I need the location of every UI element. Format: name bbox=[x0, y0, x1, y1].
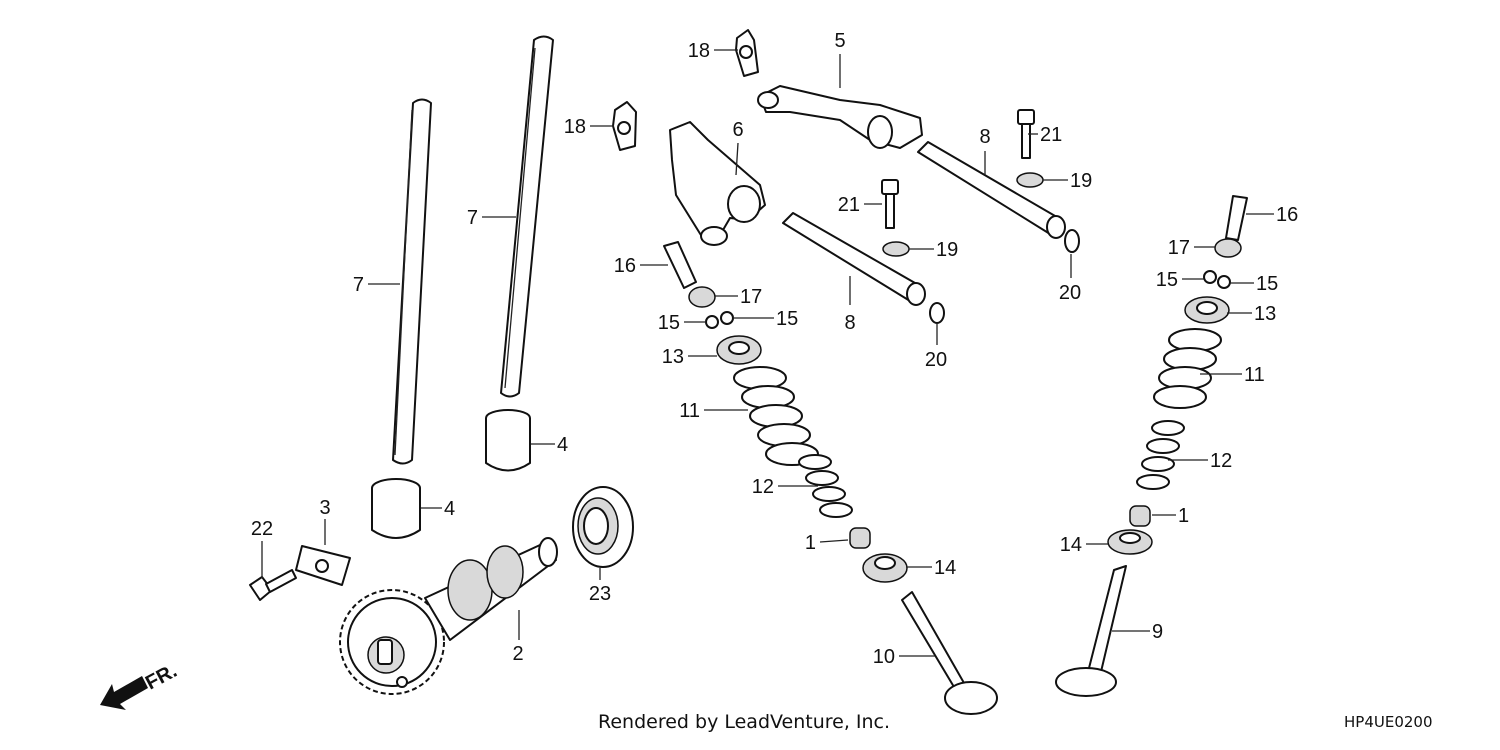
callout-label: 19 bbox=[1070, 170, 1092, 192]
callout-label: 11 bbox=[679, 400, 700, 422]
callout-label: 2 bbox=[512, 643, 523, 665]
outer-spring-right bbox=[1153, 328, 1222, 409]
bracket-lower bbox=[612, 101, 637, 151]
callout-label: 10 bbox=[873, 646, 895, 668]
rocker-shaft-lower bbox=[782, 212, 926, 306]
inner-spring-right bbox=[1136, 420, 1185, 490]
lifter-lower bbox=[371, 478, 421, 539]
callout-label: 12 bbox=[1210, 450, 1232, 472]
o-ring-upper bbox=[1064, 229, 1080, 253]
bolt-21-lower bbox=[881, 179, 899, 229]
callout-label: 13 bbox=[1254, 303, 1276, 325]
adjuster-screw-right bbox=[1225, 195, 1248, 241]
adjuster-nut-left bbox=[688, 286, 716, 308]
o-ring-lower bbox=[929, 302, 945, 324]
rocker-arm-5 bbox=[757, 85, 923, 149]
callout-label: 23 bbox=[589, 583, 611, 605]
stem-seal-right bbox=[1129, 505, 1151, 527]
callout-leader bbox=[819, 539, 849, 543]
cotter-right-a bbox=[1203, 270, 1217, 284]
washer-lower bbox=[882, 241, 910, 257]
cotter-left-a bbox=[705, 315, 719, 329]
callout-label: 17 bbox=[1168, 237, 1190, 259]
pushrod-right bbox=[500, 35, 554, 398]
callout-label: 16 bbox=[1276, 204, 1298, 226]
callout-label: 11 bbox=[1244, 364, 1265, 386]
retainer-left bbox=[716, 335, 762, 365]
bearing bbox=[572, 486, 634, 568]
callout-label: 15 bbox=[1156, 269, 1178, 291]
front-direction-arrow: FR. bbox=[100, 660, 181, 710]
callout-label: 18 bbox=[564, 116, 586, 138]
outer-spring-left bbox=[733, 366, 819, 466]
callout-label: 22 bbox=[251, 518, 273, 540]
camshaft bbox=[339, 537, 558, 695]
callout-label: 8 bbox=[844, 312, 855, 334]
spring-seat-right bbox=[1107, 529, 1153, 555]
callout-label: 8 bbox=[979, 126, 990, 148]
adjuster-nut-right bbox=[1214, 238, 1242, 258]
callout-label: 1 bbox=[1178, 505, 1189, 527]
cotter-left-b bbox=[720, 311, 734, 325]
callout-label: 7 bbox=[353, 274, 364, 296]
retainer-right bbox=[1184, 296, 1230, 324]
callout-label: 7 bbox=[467, 207, 478, 229]
bolt-22 bbox=[249, 569, 297, 601]
callout-label: 21 bbox=[1040, 124, 1062, 146]
callout-label: 16 bbox=[614, 255, 636, 277]
callout-label: 20 bbox=[1059, 282, 1081, 304]
washer-upper bbox=[1016, 172, 1044, 188]
lifter-upper bbox=[485, 409, 531, 472]
stem-seal-left bbox=[849, 527, 871, 549]
callout-label: 15 bbox=[658, 312, 680, 334]
callout-label: 14 bbox=[1060, 534, 1082, 556]
rocker-shaft-upper bbox=[917, 141, 1066, 239]
cotter-right-b bbox=[1217, 275, 1231, 289]
callout-label: 1 bbox=[805, 532, 816, 554]
callout-label: 15 bbox=[776, 308, 798, 330]
callout-label: 6 bbox=[732, 119, 743, 141]
diagram-code: HP4UE0200 bbox=[1344, 713, 1433, 731]
front-direction-label: FR. bbox=[142, 660, 181, 695]
valve-left bbox=[901, 591, 998, 715]
callout-label: 18 bbox=[688, 40, 710, 62]
valve-right bbox=[1055, 565, 1127, 697]
callout-label: 19 bbox=[936, 239, 958, 261]
callout-leader bbox=[735, 142, 739, 176]
callout-label: 20 bbox=[925, 349, 947, 371]
rocker-arm-6 bbox=[669, 121, 766, 246]
callout-label: 13 bbox=[662, 346, 684, 368]
pushrod-left bbox=[392, 98, 432, 465]
callout-label: 5 bbox=[834, 30, 845, 52]
callout-label: 21 bbox=[838, 194, 860, 216]
callout-label: 15 bbox=[1256, 273, 1278, 295]
callout-label: 4 bbox=[557, 434, 568, 456]
callout-label: 17 bbox=[740, 286, 762, 308]
callout-label: 14 bbox=[934, 557, 956, 579]
rendered-by-credit: Rendered by LeadVenture, Inc. bbox=[598, 711, 891, 733]
plate bbox=[295, 545, 351, 586]
inner-spring-left bbox=[798, 454, 853, 518]
spring-seat-left bbox=[862, 553, 908, 583]
adjuster-screw-left bbox=[663, 241, 697, 289]
callout-label: 12 bbox=[752, 476, 774, 498]
bolt-21-upper bbox=[1017, 109, 1035, 159]
callout-label: 3 bbox=[319, 497, 330, 519]
callout-label: 9 bbox=[1152, 621, 1163, 643]
callout-label: 4 bbox=[444, 498, 455, 520]
bracket-upper bbox=[735, 29, 759, 77]
